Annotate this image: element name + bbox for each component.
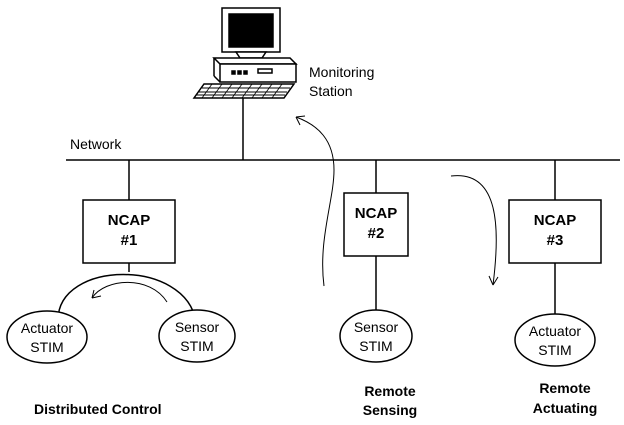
monitoring-station-label-line1: Monitoring <box>309 64 374 80</box>
stim-actuator-1: Actuator STIM <box>6 310 88 364</box>
sensing-flow-arrow <box>295 116 335 287</box>
ncap-3-line2: #3 <box>547 232 564 249</box>
stim-sensor-2-line1: Sensor <box>354 319 399 335</box>
stim-sensor-2-line2: STIM <box>359 338 392 354</box>
caption-remote-actuating-line1: Remote <box>539 380 591 396</box>
ncap1-stim-link <box>57 273 197 323</box>
stim-actuator-2: Actuator STIM <box>514 313 596 367</box>
computer-icon <box>192 7 298 99</box>
ncap-1: NCAP #1 <box>82 199 176 264</box>
ncap-3-line1: NCAP <box>534 212 577 229</box>
flow-arrows <box>91 115 499 303</box>
monitoring-station-label-line2: Station <box>309 83 353 99</box>
ncap-2-line2: #2 <box>368 225 385 242</box>
stim-sensor-2: Sensor STIM <box>339 309 413 363</box>
ncap-2: NCAP #2 <box>343 192 409 257</box>
network-label: Network <box>70 136 122 152</box>
stim-sensor-1: Sensor STIM <box>158 309 236 363</box>
caption-remote-actuating-line2: Actuating <box>533 400 598 416</box>
ncap-2-line1: NCAP <box>355 205 398 222</box>
ncap-3: NCAP #3 <box>508 199 602 264</box>
actuating-flow-arrow <box>450 175 497 286</box>
stim-actuator-2-line1: Actuator <box>529 323 581 339</box>
caption-remote-sensing-line1: Remote <box>364 383 416 399</box>
stim-actuator-1-line1: Actuator <box>21 320 73 336</box>
stim-actuator-2-line2: STIM <box>538 342 571 358</box>
stim-sensor-1-line2: STIM <box>180 338 213 354</box>
control-flow-arrow <box>91 281 168 303</box>
stim-sensor-1-line1: Sensor <box>175 319 220 335</box>
stim-actuator-1-line2: STIM <box>30 339 63 355</box>
ncap-1-line2: #1 <box>121 232 138 249</box>
caption-distributed-control: Distributed Control <box>34 401 162 417</box>
caption-remote-sensing-line2: Sensing <box>363 402 417 418</box>
ncap-1-line1: NCAP <box>108 212 151 229</box>
